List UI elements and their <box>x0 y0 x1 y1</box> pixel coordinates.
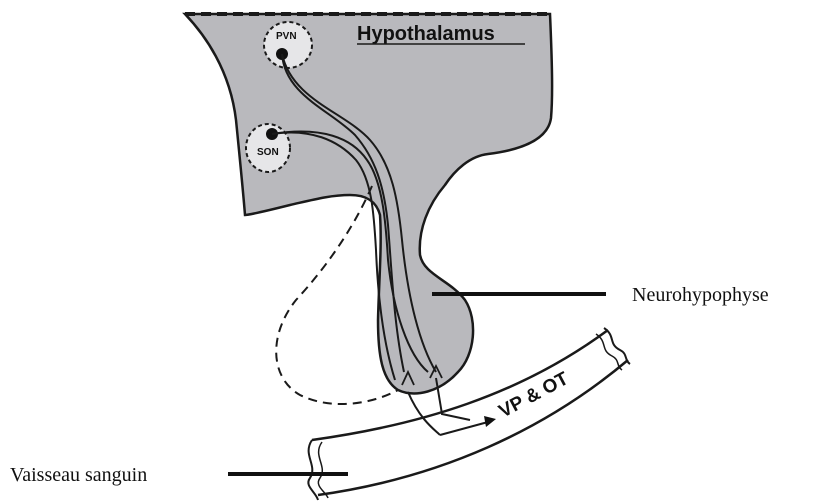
nucleus-son: SON <box>246 124 290 172</box>
blood-vessel-right-cut-inner <box>596 334 622 370</box>
blood-vessel-lower-wall <box>318 360 628 495</box>
secretion-arrow-line <box>440 422 488 435</box>
nucleus-son-label: SON <box>257 147 279 158</box>
blood-vessel-left-cut <box>308 440 318 500</box>
hypothalamus-tissue <box>185 14 552 393</box>
blood-vessel-left-cut-inner <box>318 442 328 498</box>
neurohypophyse-label: Neurohypophyse <box>632 284 769 306</box>
hypothalamus-label: Hypothalamus <box>357 23 495 45</box>
blood-vessel-right-cut <box>604 328 630 364</box>
vaisseau-label: Vaisseau sanguin <box>10 464 147 486</box>
nucleus-pvn-label: PVN <box>276 31 297 42</box>
nucleus-pvn: PVN <box>264 22 312 68</box>
secretion-arrowhead <box>484 416 496 427</box>
